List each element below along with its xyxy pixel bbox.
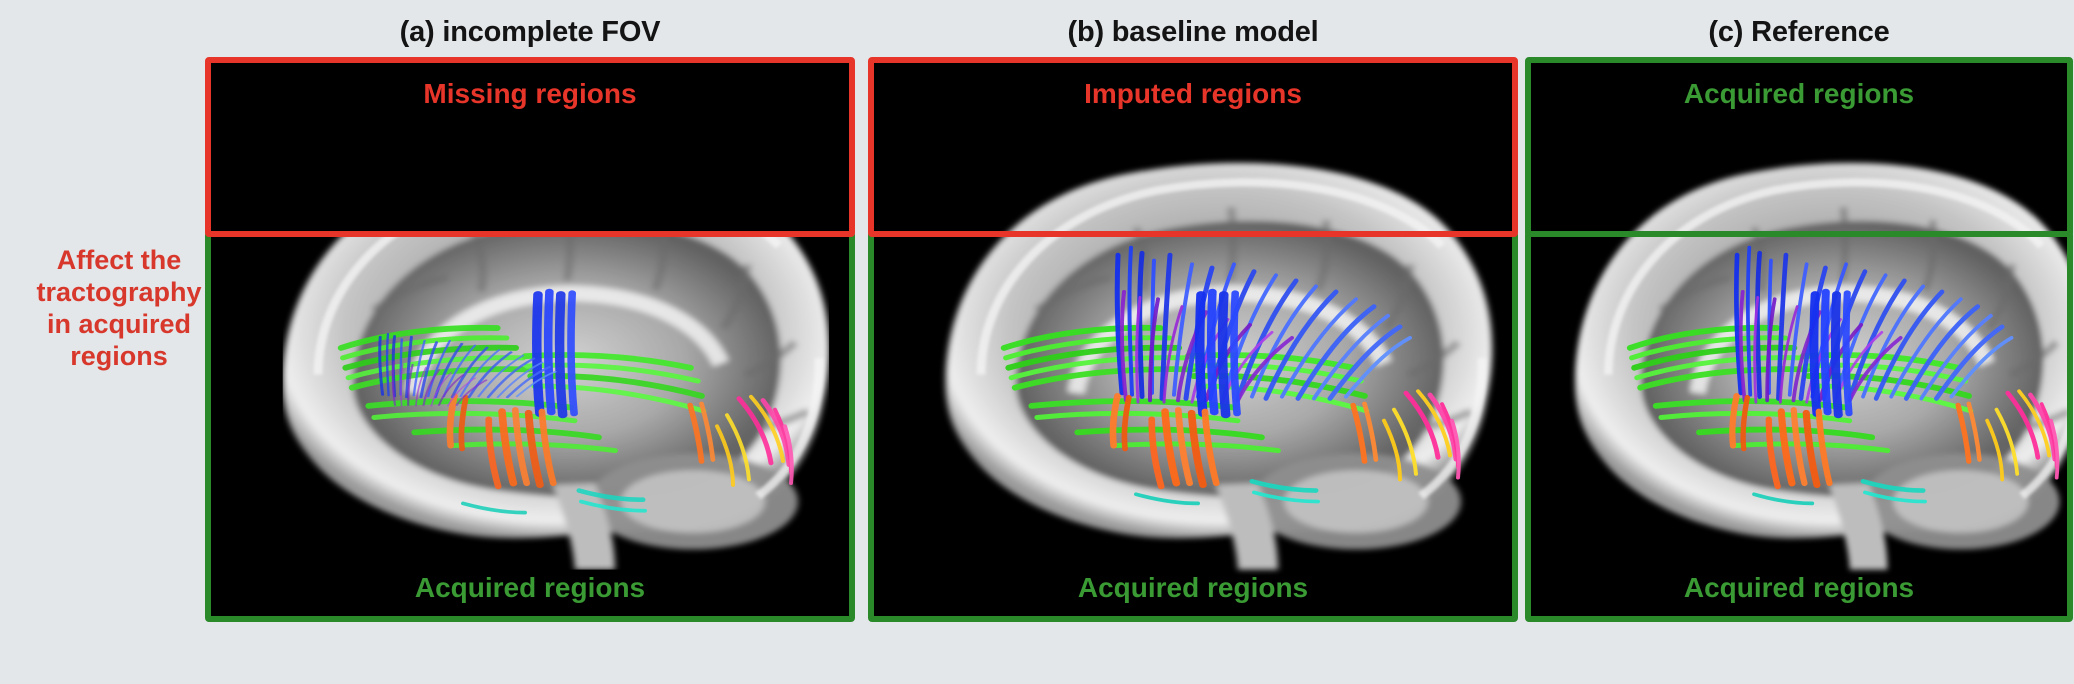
panel-b: Imputed regions Acquired regions [868,57,1518,622]
annotation-line-4: regions [70,340,168,371]
panel-a-acquired-region-box: Acquired regions [205,231,855,622]
left-annotation-text: Affect the tractography in acquired regi… [8,245,230,372]
panel-a: Missing regions [205,57,855,622]
panel-b-brain-image-top [874,63,1512,231]
panel-c-acquired-region-box-bottom: Acquired regions [1525,231,2073,622]
annotation-line-2: tractography [36,276,202,307]
panel-title-c: (c) Reference [1708,16,1890,48]
panel-a-bottom-clip [211,237,849,616]
panel-c-brain-image-top [1531,63,2067,231]
panel-b-acquired-region-box: Acquired regions [868,231,1518,622]
panel-b-brain-image-bottom [874,237,1512,616]
panel-b-imputed-region-box: Imputed regions [868,57,1518,237]
panel-c: Acquired regions Acquired regions [1525,57,2073,622]
panel-b-bottom-clip [874,237,1512,616]
panel-a-brain-image [211,237,849,616]
panel-c-bottom-clip [1531,237,2067,616]
panel-a-top-clip [211,63,849,231]
panel-c-top-clip [1531,63,2067,231]
panel-c-brain-image-bottom [1531,237,2067,616]
panel-title-a: (a) incomplete FOV [399,16,661,48]
panel-c-acquired-region-box-top: Acquired regions [1525,57,2073,237]
panel-a-missing-region-box: Missing regions [205,57,855,237]
annotation-line-3: in acquired [46,308,192,339]
panel-title-b: (b) baseline model [1067,16,1319,48]
panel-b-top-clip [874,63,1512,231]
annotation-line-1: Affect the [56,245,182,275]
